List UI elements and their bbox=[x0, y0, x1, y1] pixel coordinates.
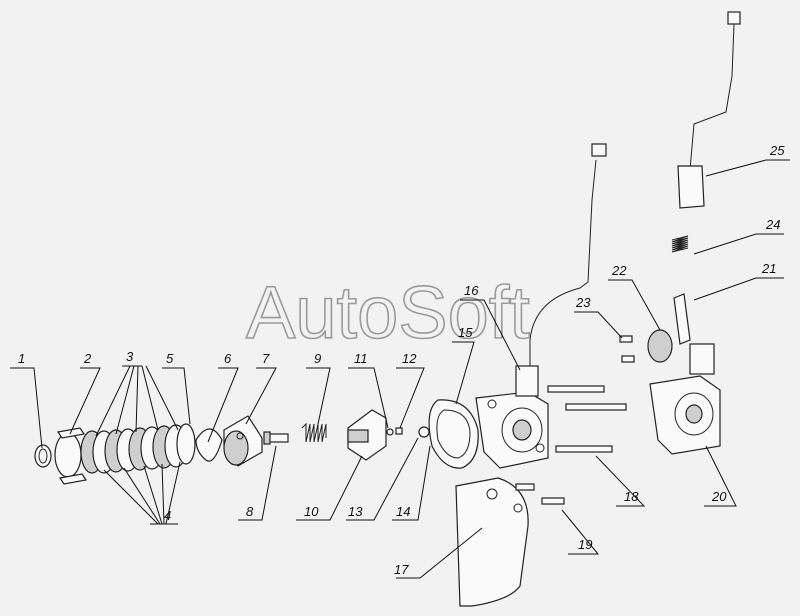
part-1-ring bbox=[34, 444, 52, 468]
callout-16: 16 bbox=[464, 283, 479, 298]
part-12-pin bbox=[395, 427, 403, 435]
callout-6: 6 bbox=[224, 351, 232, 366]
callout-23: 23 bbox=[575, 295, 591, 310]
part-16-housing bbox=[475, 143, 607, 469]
callout-19: 19 bbox=[578, 537, 592, 552]
part-21-lever bbox=[673, 293, 691, 345]
part-20-housing bbox=[649, 343, 721, 455]
part-13-ball bbox=[418, 426, 430, 438]
callout-1: 1 bbox=[18, 351, 25, 366]
callout-14: 14 bbox=[396, 504, 410, 519]
callout-15: 15 bbox=[458, 325, 473, 340]
part-17-cover bbox=[455, 477, 529, 607]
callout-20: 20 bbox=[711, 489, 727, 504]
callout-3: 3 bbox=[126, 349, 134, 364]
part-7-hub bbox=[223, 415, 263, 467]
part-23-screw bbox=[619, 335, 635, 363]
part-18-bolts bbox=[547, 385, 627, 453]
part-3-4-disc-stack bbox=[80, 424, 188, 474]
callout-7: 7 bbox=[262, 351, 270, 366]
callout-labels: 1 2 3 4 5 6 7 8 9 10 11 12 13 14 15 16 1… bbox=[18, 143, 785, 577]
part-25-cable bbox=[677, 11, 741, 209]
part-24-spring bbox=[671, 235, 689, 253]
callout-5: 5 bbox=[166, 351, 174, 366]
callout-8: 8 bbox=[246, 504, 254, 519]
callout-2: 2 bbox=[83, 351, 92, 366]
callout-18: 18 bbox=[624, 489, 639, 504]
part-19-bolts bbox=[515, 483, 565, 505]
callout-12: 12 bbox=[402, 351, 417, 366]
callout-25: 25 bbox=[769, 143, 785, 158]
callout-9: 9 bbox=[314, 351, 321, 366]
callout-22: 22 bbox=[611, 263, 627, 278]
callout-13: 13 bbox=[348, 504, 363, 519]
callout-11: 11 bbox=[354, 351, 368, 366]
part-5-disc bbox=[176, 423, 196, 465]
callout-10: 10 bbox=[304, 504, 319, 519]
part-9-spring bbox=[301, 422, 327, 443]
part-8-bolt bbox=[263, 431, 289, 445]
callout-21: 21 bbox=[761, 261, 776, 276]
callout-24: 24 bbox=[765, 217, 780, 232]
part-22-cam bbox=[647, 329, 673, 363]
callout-4: 4 bbox=[164, 508, 171, 523]
part-10-lever bbox=[347, 409, 387, 461]
watermark: AutoSoft bbox=[246, 271, 530, 354]
part-15-gasket bbox=[428, 399, 479, 469]
leader-lines bbox=[10, 159, 790, 579]
part-11-pin bbox=[386, 428, 394, 436]
callout-17: 17 bbox=[394, 562, 409, 577]
part-6-clip bbox=[195, 428, 223, 462]
